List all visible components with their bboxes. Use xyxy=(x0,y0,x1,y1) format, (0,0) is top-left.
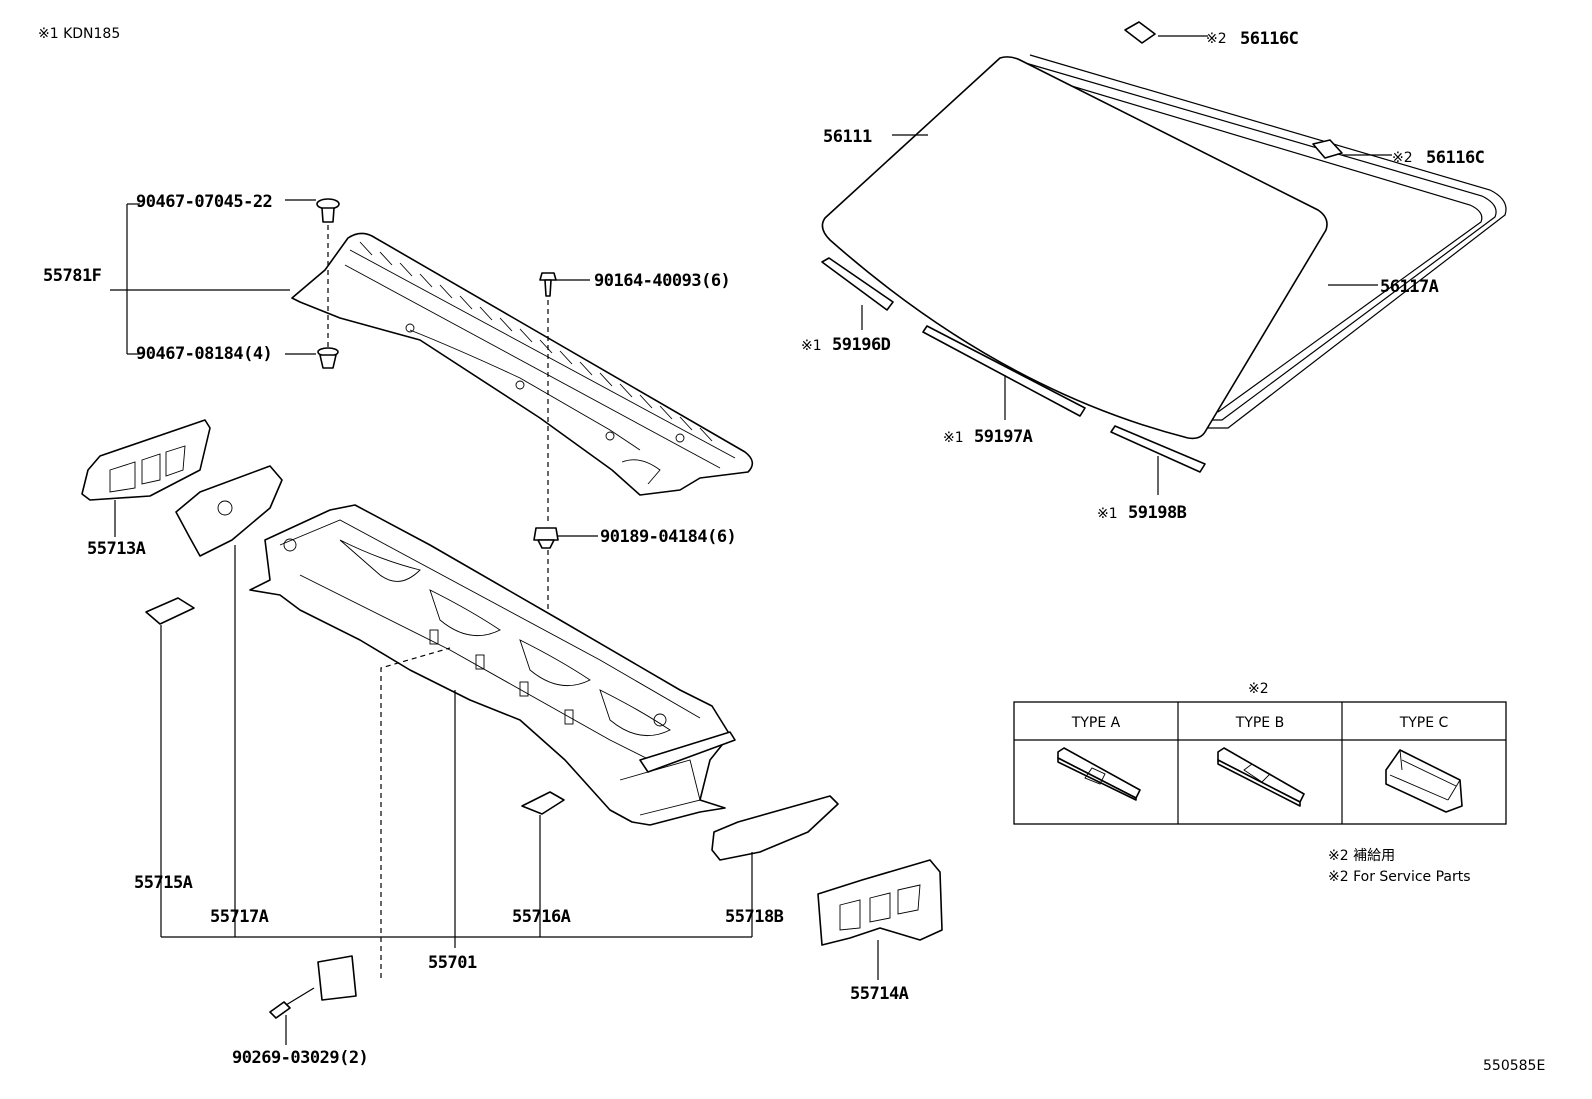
label-55717a: 55717A xyxy=(210,907,269,927)
clip-90467-07045-icon xyxy=(316,198,340,223)
label-90164: 90164-40093(6) xyxy=(594,271,730,291)
type-b-header: TYPE B xyxy=(1235,715,1284,731)
bracket-55715a xyxy=(145,597,195,625)
service-note-jp: ※2 補給用 xyxy=(1328,848,1395,864)
type-table-title: ※2 xyxy=(1248,681,1269,697)
bracket-55718b xyxy=(711,795,839,861)
label-90269: 90269-03029(2) xyxy=(232,1048,368,1068)
windshield-moulding-56117a xyxy=(1017,54,1507,429)
diagram-code: 550585E xyxy=(1483,1058,1545,1074)
label-90189: 90189-04184(6) xyxy=(600,527,736,547)
dam-59196d xyxy=(821,257,894,311)
label-90467-07045: 90467-07045-22 xyxy=(136,192,272,212)
clip-type-c-icon xyxy=(1385,749,1463,813)
dam-59197a xyxy=(922,325,1086,417)
label-55716a: 55716A xyxy=(512,907,571,927)
screw-90164-icon xyxy=(539,272,557,297)
dam-59198b xyxy=(1110,425,1206,473)
label-56116c-top: 56116C xyxy=(1240,29,1298,49)
bracket-55713a xyxy=(81,419,211,501)
label-55715a: 55715A xyxy=(134,873,193,893)
label-55713a: 55713A xyxy=(87,539,146,559)
bracket-55716a xyxy=(521,791,565,815)
clip-56116c-right xyxy=(1312,139,1343,159)
label-55701: 55701 xyxy=(428,953,477,973)
label-55714a: 55714A xyxy=(850,984,909,1004)
clip-type-b-icon xyxy=(1217,747,1305,807)
bracket-55714a xyxy=(817,859,943,946)
vehicle-note: ※1 KDN185 xyxy=(38,26,120,42)
bracket-55717a xyxy=(175,465,283,557)
cowl-panel-55701 xyxy=(249,504,736,826)
bolt-90269-icon xyxy=(269,987,315,1019)
note-marker: ※1 xyxy=(1097,506,1118,522)
clip-type-a-icon xyxy=(1057,747,1141,801)
label-56116c-right: 56116C xyxy=(1426,148,1484,168)
service-note-en: ※2 For Service Parts xyxy=(1328,869,1471,885)
label-55718b: 55718B xyxy=(725,907,784,927)
label-55781f: 55781F xyxy=(43,266,102,286)
label-56117a: 56117A xyxy=(1380,277,1439,297)
label-90467-08184: 90467-08184(4) xyxy=(136,344,272,364)
windshield-glass-56111 xyxy=(821,56,1328,440)
note-marker: ※1 xyxy=(801,338,822,354)
label-59197a: 59197A xyxy=(974,427,1033,447)
label-59198b: 59198B xyxy=(1128,503,1187,523)
type-c-header: TYPE C xyxy=(1399,715,1449,731)
note-marker: ※2 xyxy=(1392,150,1413,166)
clip-56116c-top xyxy=(1124,21,1156,44)
clip-90467-08184-icon xyxy=(317,347,339,369)
plate-90269 xyxy=(317,955,357,1001)
cowl-louver-55781f xyxy=(291,232,754,496)
label-59196d: 59196D xyxy=(832,335,891,355)
note-marker: ※1 xyxy=(943,430,964,446)
note-marker: ※2 xyxy=(1206,31,1227,47)
clip-90189-icon xyxy=(533,527,559,549)
type-a-header: TYPE A xyxy=(1071,715,1121,731)
label-56111: 56111 xyxy=(823,127,872,147)
